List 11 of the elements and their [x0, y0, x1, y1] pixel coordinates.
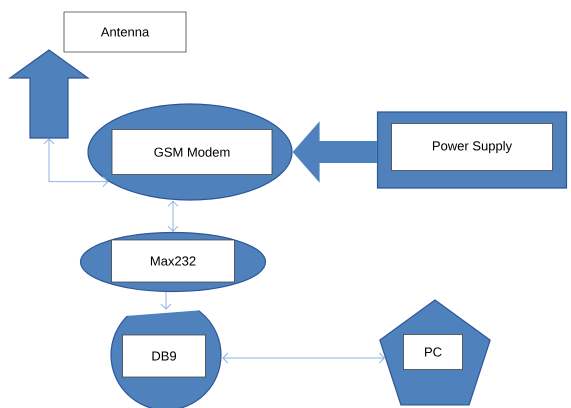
label-box: Antenna	[64, 12, 186, 52]
label-box: DB9	[122, 334, 206, 378]
label-box: GSM Modem	[112, 129, 272, 175]
arrow	[222, 352, 386, 364]
arrow	[44, 138, 109, 188]
arrow	[160, 292, 172, 310]
label-box: PC	[403, 334, 463, 370]
label-box: Max232	[111, 240, 235, 282]
label-box: Power Supply	[391, 123, 553, 171]
block-arrow	[8, 49, 90, 139]
arrow	[168, 200, 178, 232]
